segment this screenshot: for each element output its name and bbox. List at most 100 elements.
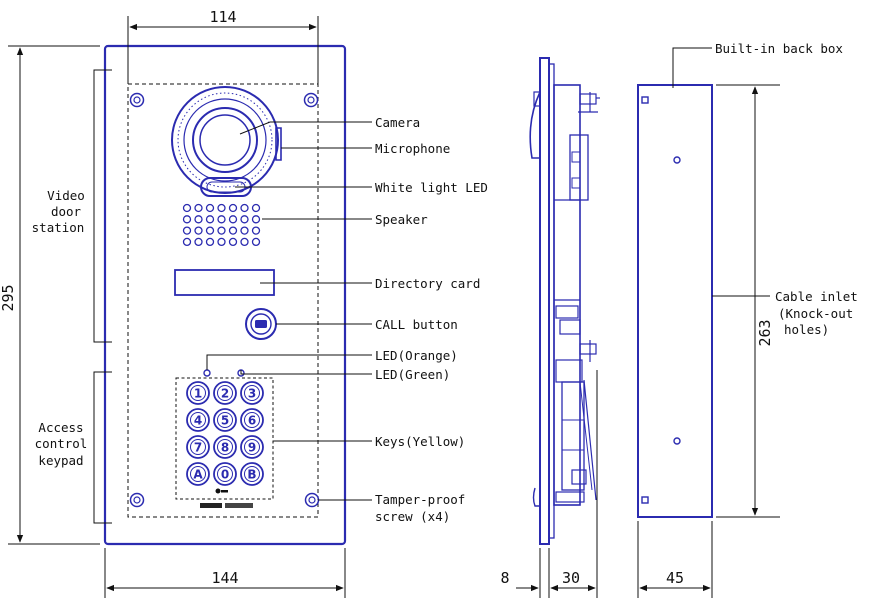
dimension-lines-side	[516, 370, 598, 598]
section-video-line1: Video	[47, 188, 85, 203]
speaker-hole	[194, 203, 203, 213]
section-video-line2: door	[51, 204, 82, 219]
keypad-key-9: 9	[240, 435, 264, 459]
keypad-key-label: 8	[221, 441, 229, 455]
side-body	[553, 84, 581, 506]
speaker-hole	[182, 226, 192, 235]
label-cable-inlet-line3: holes)	[784, 322, 829, 337]
speaker-hole	[217, 215, 226, 224]
keypad-key-label: 2	[221, 387, 229, 401]
section-access-line1: Access	[38, 420, 83, 435]
speaker-hole	[228, 226, 238, 235]
brand-logo	[200, 503, 253, 508]
speaker-grille	[182, 203, 261, 247]
tamper-screw-top-right	[303, 92, 319, 108]
speaker-hole	[228, 237, 238, 247]
label-led-green: LED(Green)	[375, 367, 450, 382]
keypad-key-4: 4	[186, 408, 210, 432]
section-brackets	[93, 69, 112, 524]
dim-side-depth: 30	[562, 569, 580, 587]
back-box-outline	[637, 84, 713, 518]
speaker-hole	[182, 237, 192, 247]
keypad-key-8: 8	[213, 435, 237, 459]
speaker-hole	[182, 203, 192, 213]
label-camera: Camera	[375, 115, 420, 130]
key-lock-icon	[215, 488, 228, 494]
keypad-key-label: 3	[248, 387, 256, 401]
back-box	[637, 84, 713, 518]
microphone-icon	[275, 127, 282, 161]
keypad-key-label: 6	[248, 414, 256, 428]
keypad-key-label: 7	[194, 441, 202, 455]
keypad-key-b: B	[240, 462, 264, 486]
dimension-lines-box	[637, 84, 780, 598]
dim-front-bottom-width: 144	[211, 569, 238, 587]
label-speaker: Speaker	[375, 212, 428, 227]
section-access-line3: keypad	[38, 453, 83, 468]
keypad-key-label: 1	[194, 387, 202, 401]
label-keys: Keys(Yellow)	[375, 434, 465, 449]
speaker-hole	[217, 226, 226, 235]
label-back-box: Built-in back box	[715, 41, 843, 56]
label-cable-inlet-line1: Cable inlet	[775, 289, 858, 304]
dim-front-top-width: 114	[209, 8, 236, 26]
knock-out-hole-bottom	[673, 437, 681, 445]
speaker-hole	[217, 237, 226, 247]
directory-card	[174, 269, 275, 296]
speaker-hole	[228, 203, 238, 213]
side-camera-bulge	[529, 91, 541, 159]
label-call-button: CALL button	[375, 317, 458, 332]
led-orange-icon	[203, 369, 211, 377]
side-view	[529, 57, 600, 545]
keypad-frame	[175, 377, 274, 500]
dim-box-height: 263	[756, 319, 774, 346]
dim-box-depth: 45	[666, 569, 684, 587]
keypad-key-label: 9	[248, 441, 256, 455]
speaker-hole	[240, 203, 249, 213]
camera-icon	[171, 86, 279, 194]
keypad-key-label: B	[247, 468, 256, 482]
back-box-leaders	[672, 47, 770, 297]
front-panel	[103, 44, 347, 546]
speaker-hole	[205, 226, 215, 235]
keypad-key-0: 0	[213, 462, 237, 486]
speaker-hole	[182, 215, 192, 224]
keypad-key-label: 4	[194, 414, 202, 428]
label-led-orange: LED(Orange)	[375, 348, 458, 363]
speaker-hole	[205, 203, 215, 213]
tamper-screw-bottom-right	[304, 492, 320, 508]
label-tamper-screw-line1: Tamper-proof	[375, 492, 465, 507]
label-tamper-screw-line2: screw (x4)	[375, 509, 450, 524]
dimension-lines-front	[8, 16, 346, 598]
keypad-key-2: 2	[213, 381, 237, 405]
speaker-hole	[251, 237, 261, 247]
speaker-hole	[205, 237, 215, 247]
keypad-key-5: 5	[213, 408, 237, 432]
speaker-hole	[240, 215, 249, 224]
label-directory-card: Directory card	[375, 276, 480, 291]
keypad-key-a: A	[186, 462, 210, 486]
keypad-key-7: 7	[186, 435, 210, 459]
speaker-hole	[251, 215, 261, 224]
speaker-hole	[251, 203, 261, 213]
tamper-screw-bottom-left	[129, 492, 145, 508]
speaker-hole	[240, 226, 249, 235]
front-panel-inner-border	[127, 83, 319, 518]
side-faceplate	[539, 57, 550, 545]
knock-out-hole-top	[673, 156, 681, 164]
keypad-key-label: 5	[221, 414, 229, 428]
keypad-key-6: 6	[240, 408, 264, 432]
speaker-hole	[228, 215, 238, 224]
speaker-hole	[194, 215, 203, 224]
keypad-key-1: 1	[186, 381, 210, 405]
keypad-key-label: A	[193, 468, 203, 482]
speaker-hole	[240, 237, 249, 247]
dim-side-front-depth: 8	[500, 569, 509, 587]
label-cable-inlet-line2: (Knock-out	[778, 306, 853, 321]
section-video-line3: station	[32, 220, 85, 235]
speaker-hole	[194, 237, 203, 247]
speaker-hole	[251, 226, 261, 235]
speaker-hole	[217, 203, 226, 213]
